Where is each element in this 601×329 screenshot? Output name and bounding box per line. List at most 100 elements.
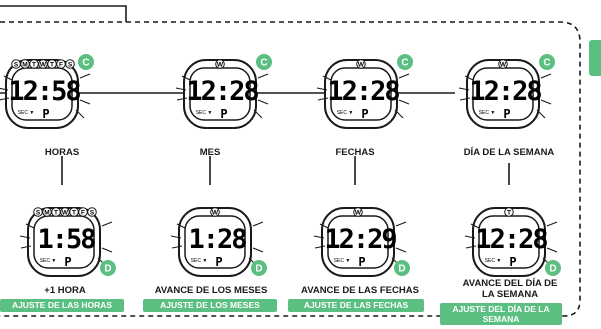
weekday-letter: M	[22, 62, 27, 69]
flash-ray	[322, 75, 332, 81]
flash-ray	[20, 245, 32, 249]
weekday-letter: M	[44, 210, 49, 217]
flash-ray	[540, 99, 552, 105]
pm-indicator: P	[42, 107, 49, 121]
flash-ray	[319, 223, 329, 229]
flash-ray	[181, 75, 191, 81]
flash-ray	[3, 75, 13, 81]
mode-button-letter: C	[260, 58, 267, 69]
mode-button-letter: C	[401, 58, 408, 69]
flash-ray	[257, 99, 269, 105]
flash-ray	[175, 87, 187, 91]
label-horas: HORAS	[44, 147, 80, 158]
mode-button-letter: C	[82, 58, 89, 69]
pill-ajuste-dia: AJUSTE DEL DÍA DE LA SEMANA	[440, 303, 562, 325]
weekday-letter: W	[62, 210, 69, 217]
mode-button-d	[251, 260, 267, 276]
flash-ray	[101, 247, 113, 253]
sec-label: SEC ▼	[337, 110, 354, 116]
weekday-letter: F	[59, 62, 63, 69]
pm-indicator: P	[509, 255, 516, 269]
flash-ray	[25, 223, 35, 229]
lcd-digits: 12:28	[469, 76, 541, 107]
weekday-letter: W	[355, 210, 362, 217]
label-mas-una-hora: +1 HORA	[44, 285, 86, 296]
mode-button-c	[78, 54, 94, 70]
weekday-letter: F	[81, 210, 85, 217]
pm-indicator: P	[64, 255, 71, 269]
flash-ray	[79, 73, 91, 79]
pill-ajuste-horas: AJUSTE DE LAS HORAS	[0, 299, 124, 312]
weekday-letter: W	[500, 62, 507, 69]
label-fechas: FECHAS	[335, 147, 375, 158]
weekday-dot	[504, 207, 514, 217]
lcd-digits: 12:28	[327, 76, 399, 107]
weekday-dot	[353, 207, 363, 217]
weekday-letter: S	[68, 62, 73, 69]
flash-ray	[0, 97, 10, 101]
weekday-dot	[210, 207, 220, 217]
pm-indicator: P	[361, 107, 368, 121]
mode-button-d	[545, 260, 561, 276]
flash-ray	[19, 235, 31, 239]
weekday-letter: T	[72, 210, 76, 217]
weekday-letter: W	[358, 62, 365, 69]
mode-button-letter: D	[398, 264, 405, 275]
flash-ray	[170, 235, 182, 239]
flash-ray	[317, 97, 329, 101]
flash-ray	[252, 247, 264, 253]
weekday-dot	[498, 59, 508, 69]
pill-ajuste-meses: AJUSTE DE LOS MESES	[143, 299, 277, 312]
weekday-letter: T	[50, 62, 54, 69]
flash-ray	[398, 99, 410, 105]
weekday-letter: S	[90, 210, 95, 217]
flash-ray	[75, 109, 85, 119]
mode-button-d	[394, 260, 410, 276]
mode-button-d	[100, 260, 116, 276]
sec-label: SEC ▼	[196, 110, 213, 116]
sec-label: SEC ▼	[191, 258, 208, 264]
sec-label: SEC ▼	[18, 110, 35, 116]
flash-ray	[79, 99, 91, 105]
weekday-dot	[356, 59, 366, 69]
flash-ray	[101, 221, 113, 227]
flash-ray	[314, 245, 326, 249]
flash-ray	[176, 223, 186, 229]
flash-ray	[398, 73, 410, 79]
lcd-digits: 12:28	[475, 224, 547, 255]
weekday-dot	[65, 59, 75, 69]
flash-ray	[176, 97, 188, 101]
lcd-digits: 1:28	[188, 224, 246, 255]
sec-label: SEC ▼	[40, 258, 57, 264]
flash-ray	[536, 109, 546, 119]
flash-ray	[257, 73, 269, 79]
flash-ray	[171, 245, 183, 249]
pm-indicator: P	[220, 107, 227, 121]
flash-ray	[394, 109, 404, 119]
flash-ray	[253, 109, 263, 119]
flash-ray	[0, 87, 9, 91]
label-mes: MES	[199, 147, 221, 158]
flash-ray	[395, 221, 407, 227]
weekday-letter: T	[32, 62, 36, 69]
sec-label: SEC ▼	[479, 110, 496, 116]
label-avance-dia: AVANCE DEL DÍA DE LA SEMANA	[462, 278, 558, 300]
flash-ray	[252, 221, 264, 227]
lcd-digits: 12:58	[8, 76, 80, 107]
label-dia-semana: DÍA DE LA SEMANA	[463, 147, 555, 158]
mode-button-c	[539, 54, 555, 70]
weekday-dot	[87, 207, 97, 217]
mode-button-letter: D	[255, 264, 262, 275]
